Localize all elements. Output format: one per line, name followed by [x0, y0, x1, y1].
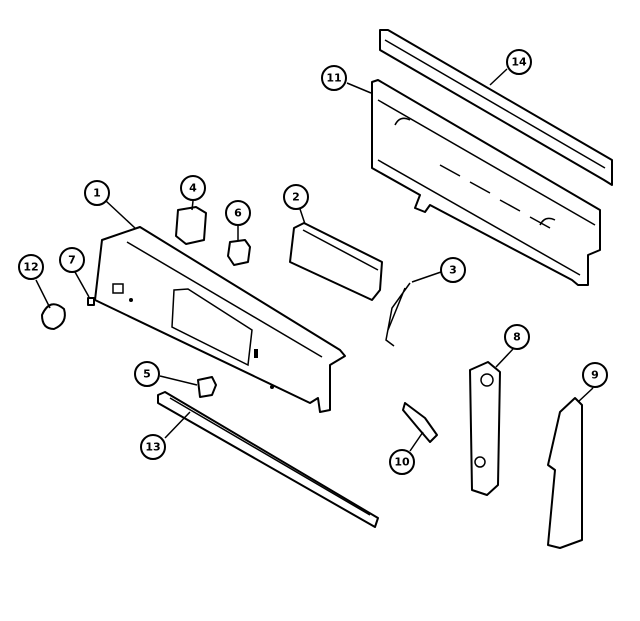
callout-circle: [440, 257, 466, 283]
part-3-wire-harness: [385, 282, 411, 347]
part-4-switch: [175, 206, 207, 245]
callout-6: 6: [225, 200, 251, 226]
callout-number: 2: [292, 191, 300, 204]
callout-number: 10: [394, 456, 410, 469]
callout-13: 13: [140, 434, 166, 460]
part-13-trim-strip: [157, 391, 379, 528]
part-1-control-panel: [94, 226, 346, 413]
leader-lines: [35, 68, 594, 452]
part-11-rear-panel: [371, 79, 601, 286]
callout-4: 4: [180, 175, 206, 201]
callout-11: 11: [321, 65, 347, 91]
callout-number: 11: [326, 72, 341, 85]
callout-3: 3: [440, 257, 466, 283]
part-10-bracket: [402, 402, 438, 443]
callout-9: 9: [582, 362, 608, 388]
part-7-clip: [87, 297, 95, 306]
part-14-rear-strip: [379, 29, 613, 186]
callout-number: 1: [93, 187, 101, 200]
callout-circle: [59, 247, 85, 273]
callout-number: 14: [511, 56, 527, 69]
part-5-switch: [197, 376, 217, 398]
callout-number: 12: [23, 261, 38, 274]
callout-1: 1: [84, 180, 110, 206]
part-12-knob: [41, 303, 66, 330]
part-9-side-trim: [547, 397, 583, 549]
callout-circle: [84, 180, 110, 206]
callout-12: 12: [18, 254, 44, 280]
callout-number: 8: [513, 331, 521, 344]
part-6-switch: [227, 239, 251, 266]
callout-circle: [389, 449, 415, 475]
callout-number: 5: [143, 368, 151, 381]
callout-circle: [321, 65, 347, 91]
callout-2: 2: [283, 184, 309, 210]
callout-number: 7: [68, 254, 76, 267]
callout-circle: [134, 361, 160, 387]
callout-circle: [506, 49, 532, 75]
callout-14: 14: [506, 49, 532, 75]
callout-circle: [18, 254, 44, 280]
callout-number: 13: [145, 441, 160, 454]
callout-number: 4: [189, 182, 197, 195]
callout-circle: [283, 184, 309, 210]
callout-10: 10: [389, 449, 415, 475]
callout-circle: [180, 175, 206, 201]
callout-circle: [504, 324, 530, 350]
callout-circle: [225, 200, 251, 226]
callout-number: 6: [234, 207, 242, 220]
part-2-display-board: [289, 222, 383, 301]
callout-7: 7: [59, 247, 85, 273]
callout-circle: [140, 434, 166, 460]
callout-8: 8: [504, 324, 530, 350]
part-8-side-bracket: [469, 361, 501, 496]
callout-circle: [582, 362, 608, 388]
callout-number: 9: [591, 369, 599, 382]
callout-number: 3: [449, 264, 457, 277]
callout-5: 5: [134, 361, 160, 387]
